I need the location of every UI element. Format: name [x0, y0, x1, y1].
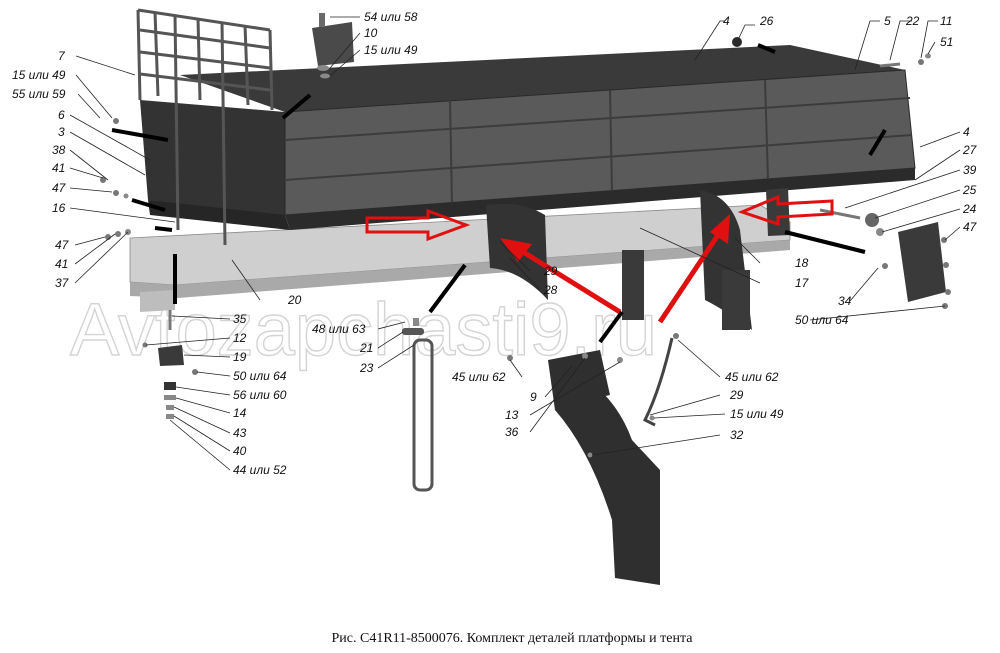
label-51: 51 — [940, 35, 953, 49]
label-12: 12 — [233, 331, 247, 345]
label-29b: 29 — [729, 388, 744, 402]
label-47a: 47 — [52, 181, 67, 195]
label-20: 20 — [287, 293, 302, 307]
label-56-60: 56 или 60 — [233, 388, 287, 402]
label-15-49-bottom: 15 или 49 — [730, 407, 784, 421]
pointer-arrows — [111, 43, 887, 344]
label-9: 9 — [530, 390, 537, 404]
label-21: 21 — [359, 341, 373, 355]
label-47b: 47 — [55, 238, 70, 252]
red-arrow-diagonal-1 — [518, 247, 622, 315]
label-22: 22 — [905, 14, 920, 28]
label-29a: 29 — [543, 264, 558, 278]
label-38: 38 — [52, 143, 66, 157]
leader-lines — [69, 16, 961, 471]
label-11: 11 — [940, 14, 952, 28]
label-41b: 41 — [55, 257, 68, 271]
label-23: 23 — [359, 361, 374, 375]
part-labels: 54 или 58 10 15 или 49 4 26 5 22 11 51 7… — [12, 10, 978, 477]
loose-parts — [100, 13, 951, 585]
label-19: 19 — [233, 350, 247, 364]
label-50-64-left: 50 или 64 — [233, 369, 287, 383]
label-32: 32 — [730, 428, 744, 442]
label-45-62a: 45 или 62 — [452, 370, 506, 384]
label-50-64-right: 50 или 64 — [795, 313, 849, 327]
figure-caption: Рис. C41R11-8500076. Комплект деталей пл… — [331, 631, 693, 646]
label-25: 25 — [962, 183, 977, 197]
label-15-49-top: 15 или 49 — [364, 43, 418, 57]
red-arrow-diagonal-2 — [657, 230, 723, 324]
label-26: 26 — [759, 14, 774, 28]
label-40: 40 — [233, 444, 247, 458]
red-arrow-right — [737, 194, 834, 227]
label-41a: 41 — [52, 161, 65, 175]
label-37: 37 — [55, 276, 70, 290]
label-27: 27 — [962, 143, 978, 157]
highlight-arrows — [365, 194, 834, 324]
red-arrow-left — [365, 208, 471, 242]
label-43: 43 — [233, 426, 247, 440]
label-15-49-left: 15 или 49 — [12, 68, 66, 82]
label-4-top: 4 — [723, 14, 730, 28]
label-35: 35 — [233, 312, 247, 326]
label-7: 7 — [58, 49, 66, 63]
label-6: 6 — [58, 108, 65, 122]
label-44-52: 44 или 52 — [233, 463, 287, 477]
label-10: 10 — [364, 26, 378, 40]
label-18: 18 — [795, 256, 809, 270]
label-45-62b: 45 или 62 — [725, 370, 779, 384]
label-13: 13 — [505, 408, 519, 422]
front-rack — [136, 8, 274, 246]
label-55-59: 55 или 59 — [12, 87, 66, 101]
label-54-58: 54 или 58 — [364, 10, 418, 24]
label-28: 28 — [543, 283, 558, 297]
label-34: 34 — [838, 294, 852, 308]
label-47c: 47 — [963, 220, 978, 234]
label-5: 5 — [884, 14, 891, 28]
label-4-right: 4 — [963, 125, 970, 139]
label-48-63: 48 или 63 — [312, 322, 366, 336]
label-16: 16 — [52, 201, 66, 215]
label-24: 24 — [962, 202, 977, 216]
cargo-platform-body — [140, 45, 916, 230]
label-3: 3 — [58, 125, 65, 139]
label-36: 36 — [505, 425, 519, 439]
label-17: 17 — [795, 276, 810, 290]
label-39: 39 — [963, 163, 977, 177]
label-14: 14 — [233, 406, 247, 420]
